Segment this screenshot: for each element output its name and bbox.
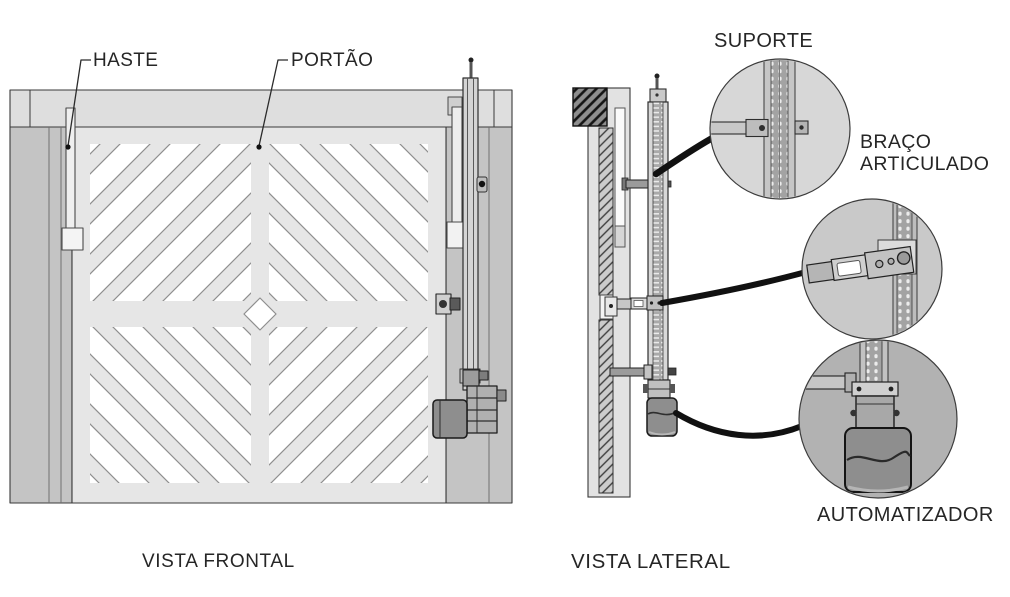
- braco-leader: [659, 269, 809, 306]
- front-rail: [462, 57, 488, 391]
- front-left-post: [9, 126, 73, 504]
- rail-bolt: [478, 180, 486, 188]
- front-arm-hinge: [435, 293, 461, 315]
- detail-circle-suporte: [709, 58, 851, 200]
- side-gate-profile-upper: [598, 127, 614, 296]
- braco-articulado-label: BRAÇO ARTICULADO: [860, 131, 989, 175]
- suporte-leader: [652, 132, 720, 178]
- detail-circle-automatizador: [798, 339, 958, 499]
- side-gate-profile-lower: [598, 319, 614, 494]
- automatizador-leader: [673, 410, 805, 439]
- side-automatizador-unit: [643, 379, 678, 437]
- automatizador-label: AUTOMATIZADOR: [817, 504, 994, 526]
- front-view-caption: VISTA FRONTAL: [142, 551, 295, 572]
- side-rail: [647, 73, 669, 381]
- side-haste-rod: [614, 107, 626, 248]
- braco-label-line1: BRAÇO: [860, 131, 932, 153]
- portao-leader-line: [256, 59, 288, 150]
- gate-center-diamond: [243, 297, 277, 331]
- side-view-caption: VISTA LATERAL: [571, 550, 731, 573]
- front-automatizador-unit: [432, 369, 507, 439]
- portao-label: PORTÃO: [291, 50, 374, 71]
- detail-circle-braco: [801, 198, 943, 340]
- suporte-label: SUPORTE: [714, 30, 814, 52]
- gate-cutout-pattern: [90, 144, 428, 483]
- front-view: [9, 57, 513, 504]
- braco-label-line2: ARTICULADO: [860, 153, 990, 175]
- front-haste-rod: [61, 107, 84, 251]
- front-lintel: [9, 89, 513, 128]
- haste-label: HASTE: [93, 50, 159, 71]
- side-beam-section: [572, 87, 608, 127]
- detail-leader-swooshes: [652, 132, 809, 439]
- haste-leader-line: [65, 59, 91, 150]
- side-lower-bracket: [609, 364, 677, 380]
- side-view: [572, 73, 809, 498]
- front-right-rod: [446, 96, 466, 249]
